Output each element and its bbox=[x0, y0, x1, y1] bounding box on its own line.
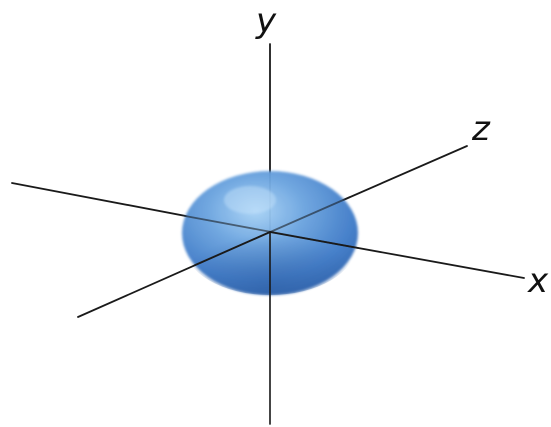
z-axis-label: z bbox=[471, 109, 491, 149]
x-axis-label: x bbox=[527, 261, 549, 301]
y-axis-label: y bbox=[255, 1, 277, 41]
z-axis-inner bbox=[194, 196, 351, 266]
ellipsoid-highlight bbox=[224, 186, 276, 214]
